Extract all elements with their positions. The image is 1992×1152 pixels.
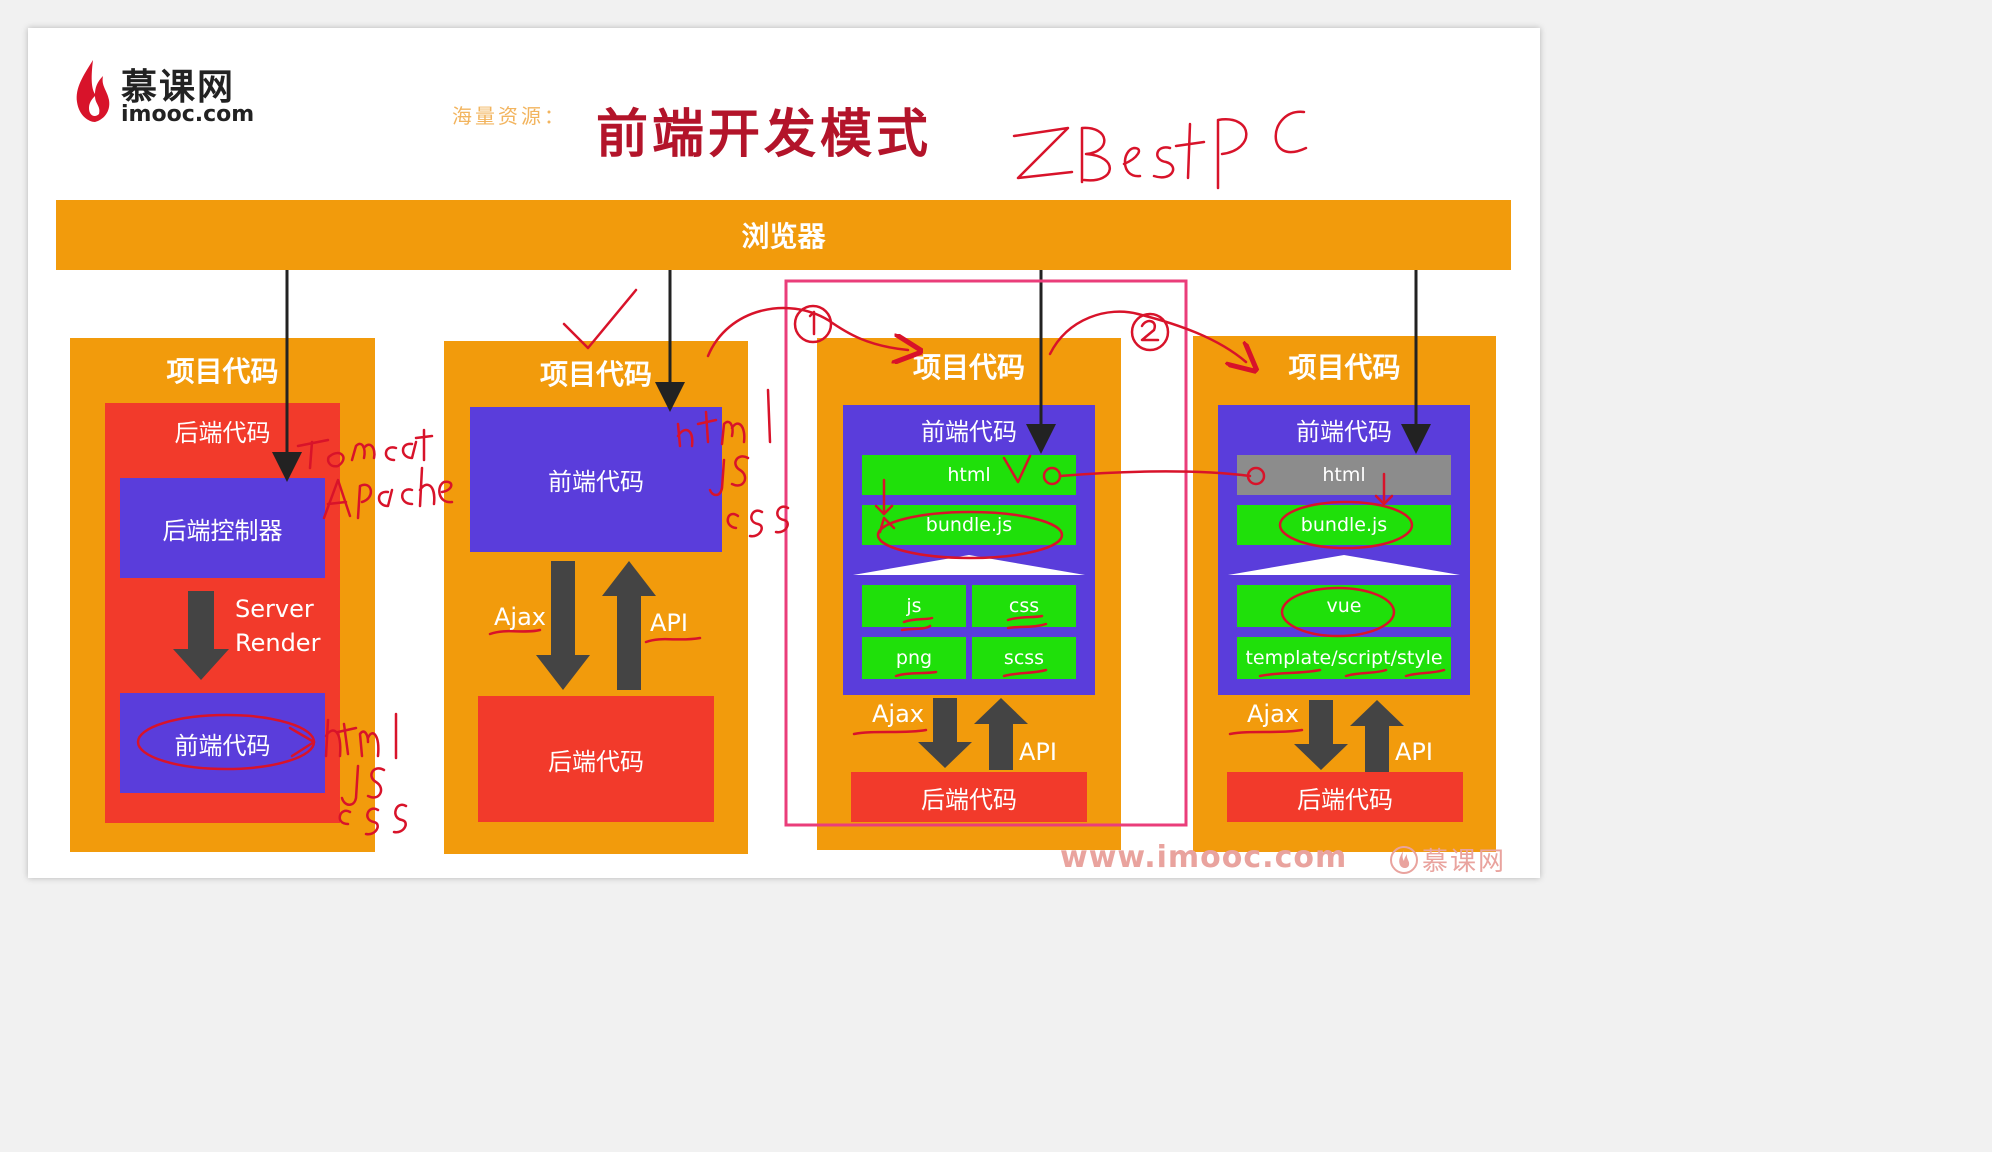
footer-brand: 慕课网 (1390, 842, 1507, 877)
project-label: 项目代码 (539, 358, 652, 391)
backend-code-box: 后端代码 (478, 696, 714, 822)
api-label: API (1019, 738, 1057, 766)
frontend-code-box: 前端代码 (470, 407, 722, 552)
bundle-tile: bundle.js (1237, 505, 1451, 545)
backend-code-box: 后端代码 (1227, 772, 1463, 822)
logo-text: 慕课网 (121, 67, 236, 108)
frontend-code-label: 前端代码 (921, 417, 1017, 446)
js-tile: js (862, 585, 966, 627)
css-tile: css (972, 585, 1076, 627)
logo: 慕课网 imooc.com (73, 58, 283, 128)
project-label: 项目代码 (912, 351, 1025, 384)
project-label: 项目代码 (166, 355, 279, 388)
column-server-render: 项目代码 后端代码 后端控制器 Server Render 前端代码 (70, 338, 375, 852)
bundle-tile: bundle.js (862, 505, 1076, 545)
frontend-code-box: 前端代码 html bundle.js vue template/script/… (1218, 405, 1470, 695)
column-vue: 项目代码 前端代码 html bundle.js vue template/sc… (1193, 336, 1496, 852)
backend-code-label: 后端代码 (174, 418, 271, 447)
page-title: 前端开发模式 (596, 105, 933, 165)
backend-controller-box: 后端控制器 (120, 478, 325, 578)
backend-controller-label: 后端控制器 (162, 516, 283, 545)
column-separated: 项目代码 前端代码 Ajax API 后端代码 (444, 341, 748, 854)
build-arrow-icon (853, 555, 1085, 575)
flame-icon (76, 60, 110, 122)
ajax-label: Ajax (1247, 700, 1299, 728)
frontend-code-box: 前端代码 html bundle.js js css png scss (843, 405, 1095, 695)
footer-url: www.imooc.com (1060, 840, 1348, 875)
html-tile: html (862, 455, 1076, 495)
png-tile: png (862, 637, 966, 679)
footer-brand-text: 慕课网 (1422, 846, 1507, 877)
frontend-code-label: 前端代码 (1296, 417, 1392, 446)
project-label: 项目代码 (1288, 351, 1401, 384)
watermark: 海量资源： (452, 104, 567, 128)
html-tile: html (1237, 455, 1451, 495)
slide: 慕课网 imooc.com 海量资源： 前端开发模式 浏览器 项目代码 后端代码… (28, 28, 1540, 878)
browser-bar: 浏览器 (56, 200, 1511, 270)
template-tile: template/script/style (1237, 637, 1451, 679)
ajax-label: Ajax (872, 700, 924, 728)
flame-icon (1390, 846, 1418, 874)
backend-code-box: 后端代码 后端控制器 Server Render 前端代码 (105, 403, 340, 823)
frontend-code-label: 前端代码 (548, 468, 644, 496)
vue-tile: vue (1237, 585, 1451, 627)
backend-code-label: 后端代码 (1297, 785, 1393, 814)
frontend-code-label: 前端代码 (174, 731, 271, 760)
logo-subtitle: imooc.com (121, 102, 255, 127)
frontend-code-box: 前端代码 (120, 693, 325, 793)
build-arrow-icon (1228, 555, 1460, 575)
scss-tile: scss (972, 637, 1076, 679)
browser-bar-label: 浏览器 (741, 220, 826, 253)
column-webpack: 项目代码 前端代码 html bundle.js js css png (817, 338, 1121, 850)
api-label: API (1395, 738, 1433, 766)
api-label: API (650, 609, 688, 637)
backend-code-box: 后端代码 (851, 772, 1087, 822)
ajax-label: Ajax (494, 603, 546, 631)
backend-code-label: 后端代码 (548, 747, 644, 776)
backend-code-label: 后端代码 (921, 785, 1017, 814)
server-render-label: Server Render (235, 595, 321, 657)
